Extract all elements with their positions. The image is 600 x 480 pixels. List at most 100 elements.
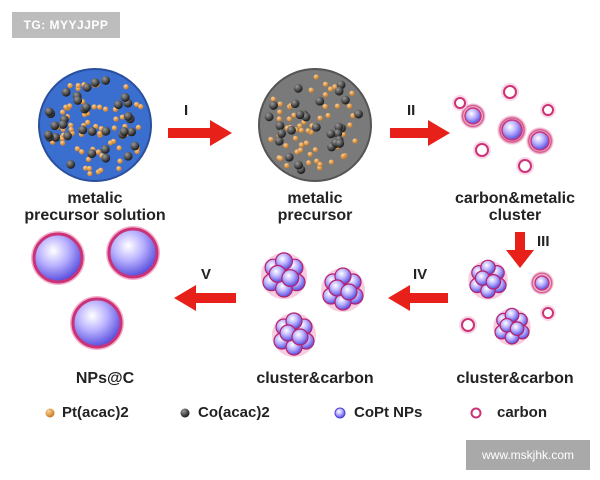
pt-dot bbox=[277, 109, 283, 115]
pt-dot bbox=[268, 136, 274, 142]
co-dot bbox=[130, 141, 140, 151]
co-dot bbox=[326, 129, 336, 139]
pt-dot bbox=[340, 153, 347, 159]
legend-co-marker bbox=[180, 408, 190, 418]
co-dot bbox=[101, 75, 111, 85]
pt-dot bbox=[68, 126, 74, 133]
label-step3: carbon&metalic bbox=[440, 190, 590, 208]
cluster-np bbox=[291, 328, 309, 346]
co-dot bbox=[274, 136, 284, 146]
pt-dot bbox=[116, 145, 122, 151]
co-dot bbox=[123, 111, 133, 121]
precursor-circle bbox=[258, 68, 372, 182]
pt-dot bbox=[298, 142, 305, 148]
pt-dot bbox=[85, 119, 91, 125]
pt-dot bbox=[98, 167, 104, 173]
label-step5-line1: cluster&carbon bbox=[256, 370, 374, 387]
label-step2-b: precursor bbox=[255, 207, 375, 225]
arrow-step-I bbox=[168, 120, 232, 146]
pt-dot bbox=[138, 104, 144, 110]
label-step2: metalic bbox=[255, 190, 375, 208]
pt-dot bbox=[93, 123, 99, 129]
arrow-label-IV: IV bbox=[413, 266, 428, 283]
pt-dot bbox=[102, 106, 109, 112]
pt-dot bbox=[298, 127, 304, 133]
co-dot bbox=[73, 96, 83, 105]
pt-dot bbox=[352, 138, 358, 144]
pt-dot bbox=[59, 109, 66, 115]
legend-co-label: Co(acac)2 bbox=[198, 404, 270, 421]
arrow-step-IV bbox=[388, 285, 448, 311]
co-dot bbox=[333, 129, 343, 138]
cluster-np bbox=[340, 283, 358, 301]
pt-dot bbox=[291, 112, 297, 118]
metal-core bbox=[534, 275, 550, 291]
pt-dot bbox=[91, 104, 97, 110]
carbon-ring bbox=[503, 85, 517, 99]
pt-dot bbox=[317, 115, 323, 121]
metal-core bbox=[501, 119, 523, 141]
co-dot bbox=[66, 160, 76, 169]
co-dot bbox=[113, 100, 123, 110]
arrow-step-II bbox=[390, 120, 450, 146]
label-step1-line1: metalic bbox=[67, 190, 123, 207]
co-dot bbox=[81, 102, 91, 112]
pt-dot bbox=[95, 149, 101, 155]
pt-dot bbox=[322, 92, 329, 98]
carbon-ring bbox=[518, 159, 532, 173]
pt-dot bbox=[277, 101, 283, 107]
pt-dot bbox=[119, 114, 125, 120]
pt-dot bbox=[85, 156, 92, 162]
pt-dot bbox=[317, 161, 323, 167]
co-dot bbox=[269, 101, 278, 110]
carbon-ring bbox=[542, 307, 554, 319]
co-dot bbox=[101, 126, 111, 136]
label-step3-line1: carbon&metalic bbox=[454, 190, 576, 207]
co-dot bbox=[44, 107, 54, 117]
pt-dot bbox=[306, 160, 312, 166]
pt-dot bbox=[133, 101, 140, 108]
co-dot bbox=[63, 131, 73, 141]
co-dot bbox=[127, 127, 136, 137]
co-dot bbox=[87, 127, 97, 136]
label-step3-b: cluster bbox=[440, 207, 590, 225]
pt-dot bbox=[277, 155, 284, 161]
pt-dot bbox=[284, 162, 290, 169]
carbon-ring bbox=[475, 143, 489, 157]
co-dot bbox=[341, 95, 350, 105]
co-dot bbox=[58, 120, 68, 129]
cluster-np bbox=[281, 269, 300, 288]
pt-dot bbox=[322, 81, 329, 87]
arrow-label-II: II bbox=[407, 102, 416, 119]
label-step4: cluster&carbon bbox=[440, 370, 590, 388]
np-carbon-particle bbox=[70, 296, 124, 350]
co-dot bbox=[61, 87, 71, 97]
legend-copt-label: CoPt NPs bbox=[354, 404, 423, 421]
watermark-top-left: TG: MYYJJPP bbox=[12, 12, 120, 38]
pt-dot bbox=[59, 140, 66, 146]
co-dot bbox=[120, 93, 130, 102]
co-dot bbox=[82, 83, 92, 92]
co-dot bbox=[119, 127, 129, 136]
arrow-step-III bbox=[506, 232, 534, 268]
pt-dot bbox=[111, 125, 118, 131]
pt-dot bbox=[97, 104, 103, 110]
pt-dot bbox=[74, 146, 80, 152]
cluster-np bbox=[485, 273, 502, 290]
arrow-label-I: I bbox=[184, 102, 189, 119]
co-dot bbox=[354, 109, 363, 119]
cluster-np bbox=[509, 321, 525, 337]
carbon-ring bbox=[461, 318, 475, 332]
co-dot bbox=[311, 122, 321, 132]
pt-dot bbox=[276, 116, 282, 122]
pt-dot bbox=[292, 135, 299, 141]
pt-dot bbox=[328, 159, 334, 165]
pt-dot bbox=[97, 130, 103, 137]
label-step5: cluster&carbon bbox=[240, 370, 390, 388]
pt-dot bbox=[67, 82, 73, 89]
pt-dot bbox=[305, 128, 311, 134]
legend-pt-label: Pt(acac)2 bbox=[62, 404, 129, 421]
label-step1: metalic bbox=[35, 190, 155, 208]
